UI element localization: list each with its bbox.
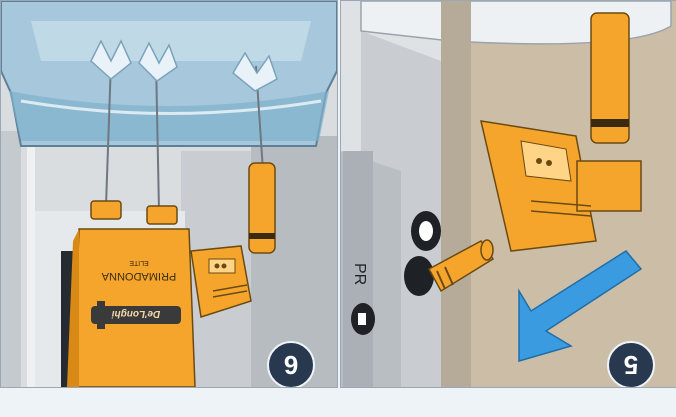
machine-side-panel [1,131,21,387]
tester-device [67,201,195,387]
water-drops-icon [536,158,542,164]
step-5-illustration: PR [341,1,676,387]
step-6-illustration: De'Longhi PRIMADONNA ELITE [1,1,337,387]
step-number-badge: 5 [607,341,655,388]
step-number-badge: 6 [267,341,315,388]
device-brand-text: De'Longhi [112,308,161,319]
water-drops-icon [215,264,220,269]
device-model-text: PRIMADONNA [101,270,176,282]
step-5-panel: PR 5 [340,0,676,388]
device-edition-text: ELITE [129,259,149,266]
step-6-panel: De'Longhi PRIMADONNA ELITE 6 [0,0,338,388]
machine-edge [27,131,35,387]
wall-shadow [441,1,471,387]
partial-label-text: PR [351,263,368,285]
